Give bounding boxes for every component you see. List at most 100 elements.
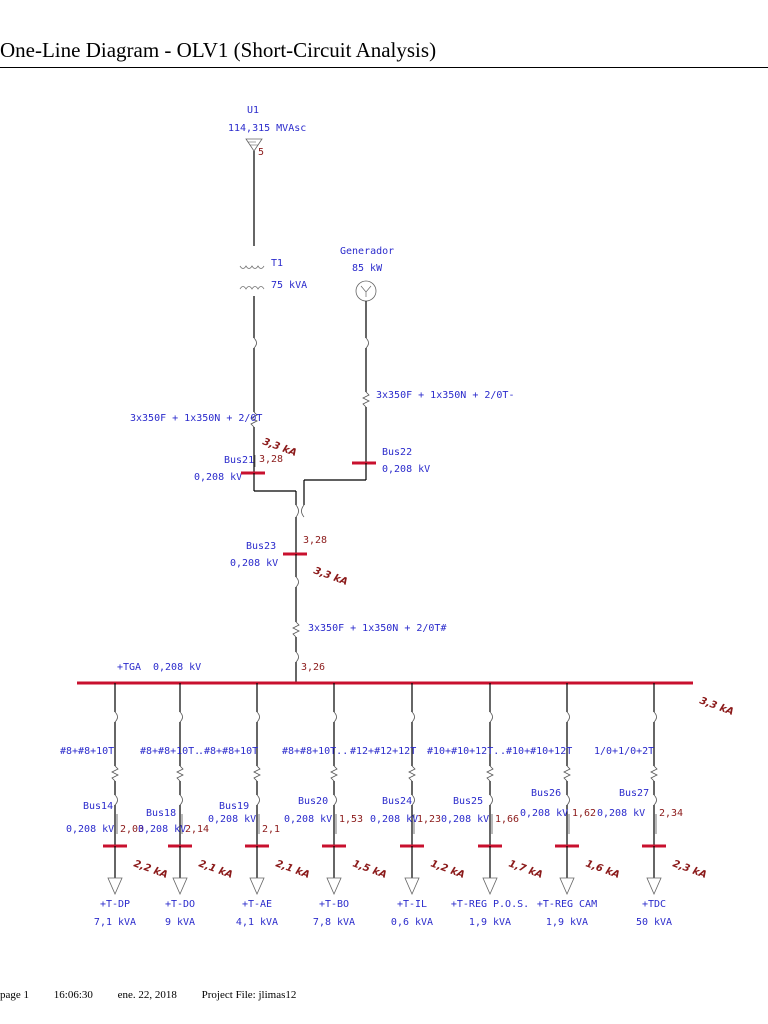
feeder-breaker-icon (489, 711, 493, 723)
generator-name: Generador (340, 246, 394, 257)
transformer-icon (239, 265, 265, 290)
generator-icon (355, 280, 377, 302)
feeder-breaker-icon (114, 794, 118, 806)
load-triangle-icon (482, 877, 498, 895)
cable-3-label: 3x350F + 1x350N + 2/0T# (308, 623, 446, 634)
footer-project: Project File: jlimas12 (201, 989, 297, 1001)
feeder-bus-kv: 0,208 kV (138, 824, 186, 835)
feeder-ka: 2,2 kA (132, 858, 169, 881)
feeder-cable-label: #10+#10+12T. (427, 746, 499, 757)
bus23-ka: 3,3 kA (312, 565, 349, 588)
bus22-kv: 0,208 kV (382, 464, 430, 475)
breaker-4-icon (301, 504, 305, 518)
load-rating: 1,9 kVA (469, 917, 511, 928)
feeder-breaker-icon (653, 794, 657, 806)
tga-value: 3,26 (301, 662, 325, 673)
feeder-ka: 1,6 kA (584, 858, 621, 881)
feeder-breaker-icon (566, 794, 570, 806)
bus22-name: Bus22 (382, 447, 412, 458)
feeder-cable-icon (486, 765, 494, 782)
feeder-bus-name: Bus26 (531, 788, 561, 799)
feeder-cable-icon (563, 765, 571, 782)
feeder-cable-label: 1/0+1/0+2T (594, 746, 654, 757)
load-rating: 4,1 kVA (236, 917, 278, 928)
feeder-cable-icon (111, 765, 119, 782)
cable-2-label: 3x350F + 1x350N + 2/0T- (376, 390, 514, 401)
feeder-bus-kv: 0,208 kV (208, 814, 256, 825)
feeder-ka: 1,7 kA (507, 858, 544, 881)
footer-page: page 1 (0, 989, 30, 1001)
utility-rating: 114,315 MVAsc (228, 123, 306, 134)
load-rating: 0,6 kVA (391, 917, 433, 928)
load-name: +T-AE (242, 899, 272, 910)
load-rating: 7,8 kVA (313, 917, 355, 928)
cable-3-icon (292, 621, 300, 638)
footer: page 1 16:06:30 ene. 22, 2018 Project Fi… (0, 989, 318, 1001)
feeder-breaker-icon (114, 711, 118, 723)
feeder-value: 2,1 (262, 824, 280, 835)
feeder-bus-kv: 0,208 kV (520, 808, 568, 819)
feeder-cable-icon (408, 765, 416, 782)
load-triangle-icon (107, 877, 123, 895)
bus21-kv: 0,208 kV (194, 472, 242, 483)
load-rating: 50 kVA (636, 917, 672, 928)
utility-source-icon (245, 138, 263, 152)
load-name: +T-BO (319, 899, 349, 910)
feeder-ka: 2,1 kA (274, 858, 311, 881)
feeder-bus-kv: 0,208 kV (370, 814, 418, 825)
breaker-1-icon (253, 337, 257, 349)
load-rating: 9 kVA (165, 917, 195, 928)
load-triangle-icon (646, 877, 662, 895)
cable-2-icon (362, 391, 370, 408)
feeder-breaker-icon (411, 794, 415, 806)
load-triangle-icon (249, 877, 265, 895)
feeder-cable-label: #12+#12+12T (350, 746, 416, 757)
breaker-6-icon (295, 651, 299, 663)
feeder-bus-kv: 0,208 kV (597, 808, 645, 819)
feeder-bus-kv: 0,208 kV (441, 814, 489, 825)
feeder-bus-name: Bus24 (382, 796, 412, 807)
bus23-value: 3,28 (303, 535, 327, 546)
footer-date: ene. 22, 2018 (117, 989, 177, 1001)
feeder-value: 1,53 (339, 814, 363, 825)
feeder-value: 2,14 (185, 824, 209, 835)
load-rating: 7,1 kVA (94, 917, 136, 928)
transformer-rating: 75 kVA (271, 280, 307, 291)
feeder-cable-label: .#8+#8+10T (198, 746, 258, 757)
bus23-name: Bus23 (246, 541, 276, 552)
feeder-cable-label: #8+#8+10T. (140, 746, 200, 757)
feeder-ka: 2,1 kA (197, 858, 234, 881)
feeder-bus-kv: 0,208 kV (66, 824, 114, 835)
feeder-ka: 1,2 kA (429, 858, 466, 881)
load-name: +T-REG CAM (537, 899, 597, 910)
tga-ka: 3,3 kA (698, 695, 735, 718)
breaker-5-icon (295, 576, 299, 588)
load-triangle-icon (172, 877, 188, 895)
feeder-value: 2,34 (659, 808, 683, 819)
feeder-ka: 2,3 kA (671, 858, 708, 881)
feeder-bus-name: Bus27 (619, 788, 649, 799)
transformer-name: T1 (271, 258, 283, 269)
load-name: +T-DO (165, 899, 195, 910)
feeder-3: .#8+#8+10T Bus19 0,208 kV 2,1 2,1 kA +T-AE 4,1… (198, 683, 311, 928)
feeder-bus-name: Bus19 (219, 801, 249, 812)
breaker-2-icon (365, 337, 369, 349)
feeder-cable-label: #8+#8+10T.. (282, 746, 348, 757)
bus21-name: Bus21 (224, 455, 254, 466)
bus21-value: 3,28 (259, 454, 283, 465)
load-triangle-icon (404, 877, 420, 895)
header-divider (0, 67, 768, 68)
feeder-bus-kv: 0,208 kV (284, 814, 332, 825)
feeder-breaker-icon (653, 711, 657, 723)
feeder-breaker-icon (566, 711, 570, 723)
feeder-breaker-icon (489, 794, 493, 806)
breaker-3-icon (295, 504, 299, 518)
feeder-bus-name: Bus20 (298, 796, 328, 807)
